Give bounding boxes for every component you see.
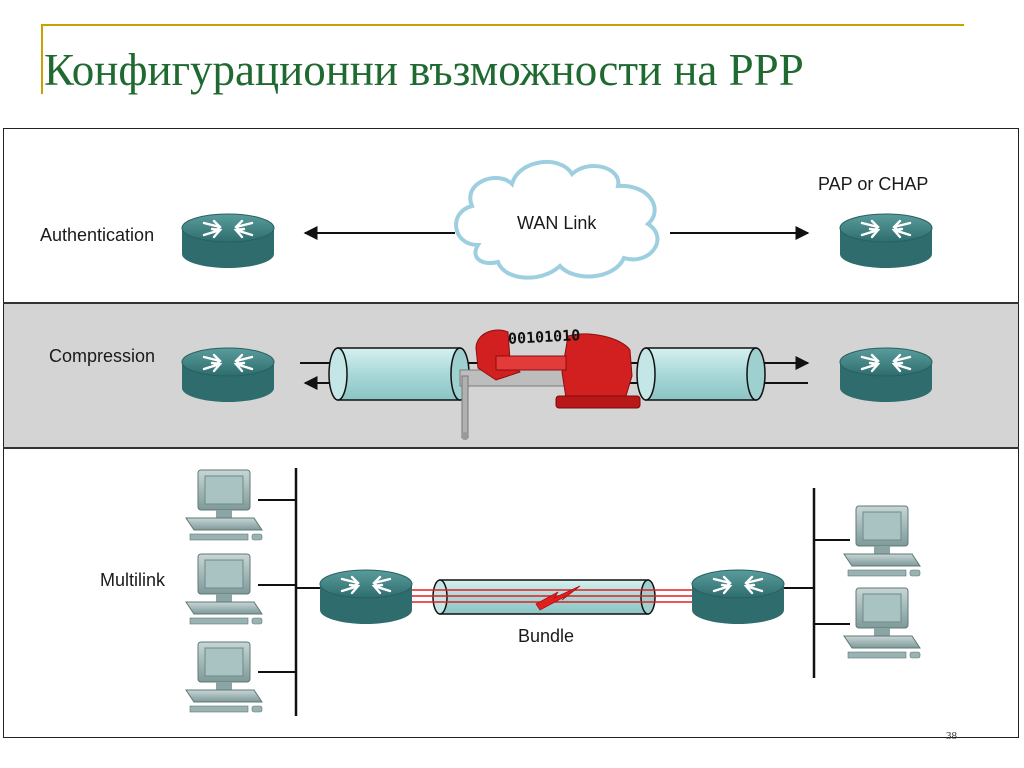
slide-title: Конфигурационни възможности на PPP [44,45,804,95]
authentication-label: Authentication [40,225,155,245]
wan-link-label: WAN Link [517,213,597,233]
compression-right-router-icon [838,346,934,404]
title-accent-line [42,24,964,26]
multilink-left-router-icon [318,568,414,626]
multilink-label: Multilink [100,570,166,590]
left-tunnel-pipe-icon [328,347,470,401]
compression-label: Compression [49,346,156,366]
auth-right-router-icon [838,212,934,270]
lightning-icon [535,585,581,611]
left-pc-3-icon [185,641,263,713]
compressed-bits: 00101010 [507,326,581,348]
title-accent-bar [41,24,43,94]
band-divider-bottom [3,447,1019,449]
band-divider-top [3,302,1019,304]
right-pc-2-icon [843,587,921,659]
pap-chap-label: PAP or CHAP [818,174,929,194]
vise-icon [459,329,641,440]
right-pc-1-icon [843,505,921,577]
right-tunnel-pipe-icon [636,347,766,401]
wan-cloud-icon [454,159,660,280]
bundle-label: Bundle [518,626,575,646]
diagram-frame [3,128,1019,738]
left-pc-2-icon [185,553,263,625]
page-number: 38 [946,730,957,742]
auth-left-router-icon [180,212,276,270]
bundle-pipe-icon [432,579,656,615]
multilink-right-router-icon [690,568,786,626]
left-pc-1-icon [185,469,263,541]
compression-left-router-icon [180,346,276,404]
